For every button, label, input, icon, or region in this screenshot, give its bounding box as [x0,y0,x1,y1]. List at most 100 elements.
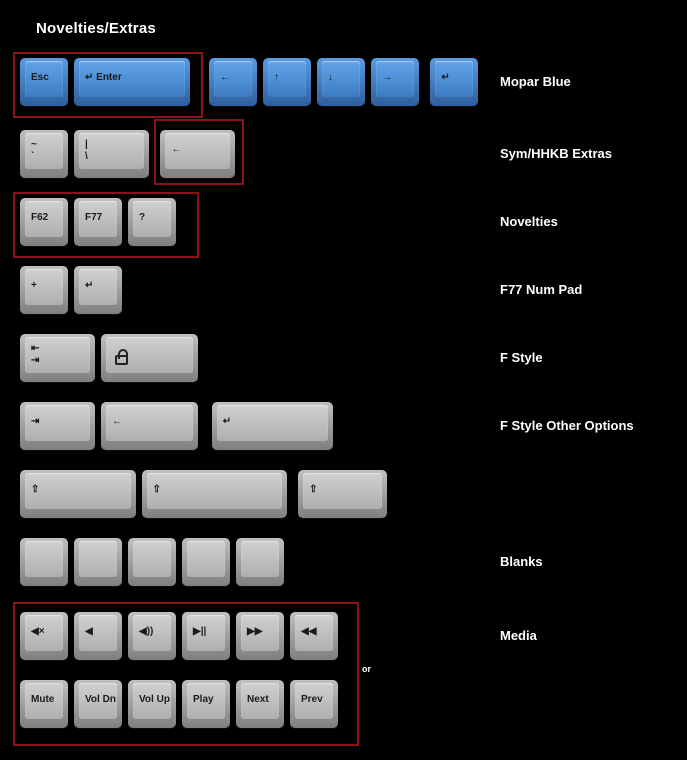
keycap-face: Prev [295,683,333,719]
keycap-face [241,541,279,577]
key-row-f-style: ⇤ ⇥ [0,334,687,382]
keycap-backspace: ← [101,402,198,450]
keycap-play-pause: ▶|| [182,612,230,660]
keycap-mute-text: Mute [20,680,68,728]
keycap-face: ← [165,133,231,169]
keycap-face: ▶▶ [241,615,279,651]
keycap-face: ↓ [322,61,360,97]
keycap-face: ⇧ [25,473,131,509]
key-legend: ▶▶ [247,626,263,637]
key-legend: ⇤ ⇥ [31,343,40,366]
row-label-blanks: Blanks [500,554,543,569]
key-legend: Play [193,694,214,705]
keycap-face [79,541,117,577]
keycap-prev: ◀◀ [290,612,338,660]
keycap-plus: + [20,266,68,314]
key-row-mopar-blue: Esc ↵ Enter ← ↑ ↓ → ↵ [0,58,687,106]
key-row-blanks [0,538,687,586]
keycap-face: ? [133,201,171,237]
keycap-blank-4 [182,538,230,586]
key-legend: Next [247,694,269,705]
keycap-face: ⇤ ⇥ [25,337,90,373]
key-legend: ⇧ [309,484,318,495]
key-legend: ~ ` [31,139,37,162]
keycap-face: ◀ [79,615,117,651]
key-legend: + [31,280,37,291]
keycap-face: ~ ` [25,133,63,169]
keycap-return: ↵ [430,58,479,106]
key-row-novelties: F62 F77? [0,198,687,246]
keycap-arrow-up: ↑ [263,58,311,106]
keycap-return: ↵ [211,402,333,450]
key-row-f77-num-pad: +↵ [0,266,687,314]
key-legend: ↵ [441,72,450,83]
keycap-face: F77 [79,201,117,237]
keycap-arrow-left: ← [209,58,257,106]
key-legend: Prev [301,694,323,705]
keycap-face: Play [187,683,225,719]
keycap-face [25,541,63,577]
keycap-enter: ↵ Enter [74,58,190,106]
keycap-vol-up: ◀)) [128,612,176,660]
keycap-face [133,541,171,577]
keycap-face [106,337,193,373]
keycap-face: ↵ [79,269,117,305]
keycap-face: ↵ [216,405,328,441]
keycap-face: ▶|| [187,615,225,651]
key-legend: Esc [31,72,49,83]
keycap-face: Next [241,683,279,719]
keycap-play-text: Play [182,680,230,728]
row-label-mopar-blue: Mopar Blue [500,74,571,89]
row-label-f-style-other-options: F Style Other Options [500,418,634,433]
keycap-pipe-backslash: | \ [74,130,149,178]
keycap-face: ← [106,405,193,441]
keycap-face: Vol Up [133,683,171,719]
key-legend: F77 [85,212,103,223]
key-legend: ↑ [274,72,279,83]
key-legend: F62 [31,212,49,223]
keycap-shift: ⇧ [141,470,287,518]
key-legend: ⇥ [31,416,40,427]
keycap-face: ⇧ [146,473,282,509]
keycap-face: ↑ [268,61,306,97]
key-legend: ◀◀ [301,626,317,637]
keycap-face: ↵ [435,61,474,97]
keycap-face: ↵ Enter [79,61,185,97]
key-legend: Mute [31,694,55,705]
key-legend: ↓ [328,72,333,83]
keycap-tab: ⇥ [20,402,95,450]
keycap-lock [101,334,198,382]
key-legend: ← [112,416,122,427]
key-row-sym-hhkb-extras: ~ ` | \ ← [0,130,687,178]
key-legend: ↵ Enter [85,72,122,83]
row-label-media-icons: Media [500,628,537,643]
key-legend: ⇧ [31,484,40,495]
row-label-sym-hhkb-extras: Sym/HHKB Extras [500,146,612,161]
keycap-tab: ⇤ ⇥ [20,334,95,382]
keycap-blank-5 [236,538,284,586]
key-legend: ↵ [85,280,94,291]
key-legend: ← [171,144,182,155]
key-legend: ↵ [222,416,232,427]
key-row-f-style-other-options: ⇥ ← ↵ [0,402,687,450]
key-legend: | \ [85,139,88,162]
keycap-backspace: ← [160,130,236,178]
keycap-face: ⇧ [303,473,382,509]
or-label: or [362,664,371,674]
keycap-question: ? [128,198,176,246]
keycap-face: | \ [79,133,144,169]
keycap-arrow-right: → [371,58,419,106]
key-row-media-icons: ◀× ◀ ◀)) ▶|| ▶▶ ◀◀ [0,612,687,660]
keycap-tilde: ~ ` [20,130,68,178]
keycap-face: F62 [25,201,63,237]
keycap-arrow-down: ↓ [317,58,365,106]
keycap-next-text: Next [236,680,284,728]
keycap-blank-3 [128,538,176,586]
keycap-face: Mute [25,683,63,719]
row-label-f77-num-pad: F77 Num Pad [500,282,583,297]
key-legend: ◀× [31,626,45,637]
page-title: Novelties/Extras [36,20,156,37]
keycap-face: ◀× [25,615,63,651]
